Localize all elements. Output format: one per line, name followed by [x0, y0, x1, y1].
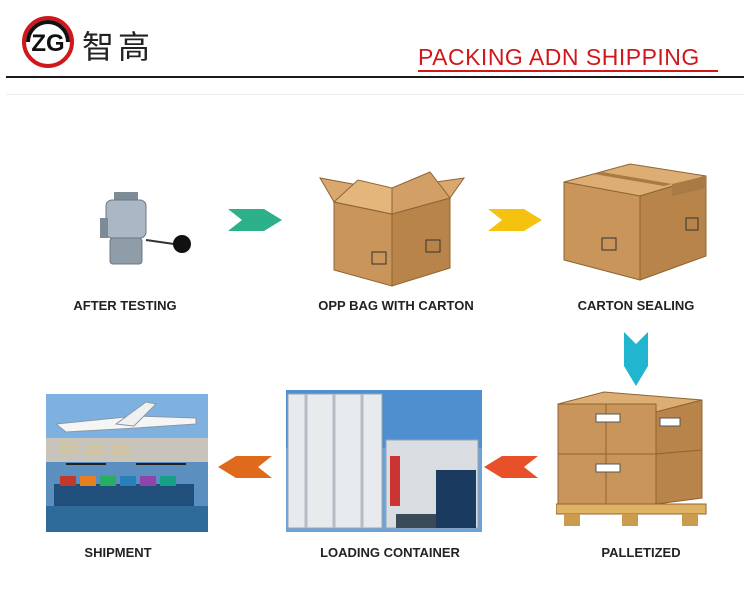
company-logo: ZG: [22, 16, 74, 68]
arrow-right-icon: [488, 209, 542, 231]
page-header: ZG 智高 PACKING ADN SHIPPING: [0, 0, 750, 80]
arrow-left-icon: [484, 456, 538, 478]
step-label-opp-bag-with-carton: OPP BAG WITH CARTON: [318, 298, 474, 313]
step-label-after-testing: AFTER TESTING: [73, 298, 177, 313]
step-label-carton-sealing: CARTON SEALING: [577, 298, 695, 313]
page-title: PACKING ADN SHIPPING: [418, 44, 700, 70]
process-diagram: [6, 94, 744, 610]
title-underline: [418, 70, 718, 72]
sealed-carton-image: [563, 163, 707, 281]
arrow-left-icon: [218, 456, 272, 478]
logo-text: ZG: [31, 30, 64, 57]
valve-image: [100, 192, 191, 265]
arrow-down-icon: [624, 332, 648, 386]
open-carton-image: [319, 171, 466, 287]
shipment-image: [46, 394, 208, 532]
arrow-right-icon: [228, 209, 282, 231]
brand-name-chinese: 智高: [82, 28, 155, 66]
step-label-palletized: PALLETIZED: [601, 545, 681, 560]
step-label-shipment: SHIPMENT: [84, 545, 152, 560]
step-label-loading-container: LOADING CONTAINER: [320, 545, 460, 560]
header-divider: [6, 76, 744, 78]
container-image: [286, 390, 482, 532]
pallet-image: [556, 391, 707, 526]
